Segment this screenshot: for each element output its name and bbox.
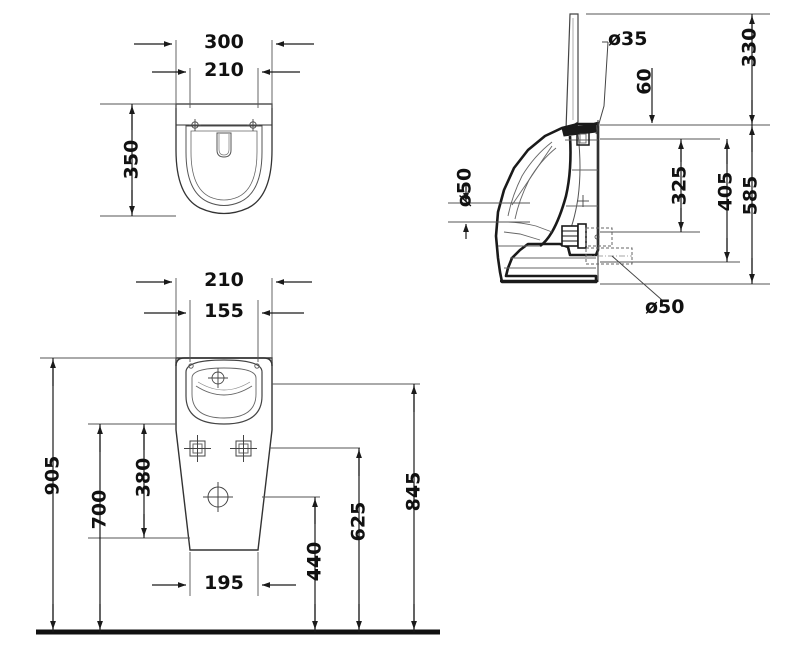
top-view-extension-lines xyxy=(100,40,273,217)
dim-label-side-d35: ø35 xyxy=(608,28,648,50)
dim-label-side-d50-left: ø50 xyxy=(453,167,476,208)
dim-label-front-155: 155 xyxy=(204,300,244,322)
style-groups xyxy=(36,13,770,635)
side-view-geometry xyxy=(494,13,633,284)
dim-label-front-625: 625 xyxy=(347,501,370,542)
dim-label-side-585: 585 xyxy=(739,175,762,216)
front-view-geometry xyxy=(175,357,273,551)
top-view-geometry xyxy=(175,103,273,215)
dim-label-front-845: 845 xyxy=(402,471,425,512)
dim-label-front-195: 195 xyxy=(204,572,244,594)
dim-label-front-905: 905 xyxy=(41,455,64,496)
dim-label-side-325: 325 xyxy=(668,165,691,206)
dim-label-top-300: 300 xyxy=(204,31,244,53)
dim-label-front-210: 210 xyxy=(204,269,244,291)
dim-label-top-210: 210 xyxy=(204,59,244,81)
front-drain-marker xyxy=(203,482,233,512)
dim-label-side-d50-bottom: ø50 xyxy=(645,296,685,318)
front-view-extension-lines xyxy=(40,278,420,596)
dim-label-top-350: 350 xyxy=(120,139,143,180)
top-view-fixing-holes xyxy=(189,119,259,131)
dim-label-side-405: 405 xyxy=(714,171,737,212)
dim-label-side-330: 330 xyxy=(738,27,761,68)
dim-label-side-60: 60 xyxy=(633,68,656,95)
side-view-extension-lines xyxy=(448,13,770,285)
leader-d35 xyxy=(595,41,609,135)
dim-label-front-700: 700 xyxy=(88,489,111,530)
front-fixing-squares xyxy=(184,435,257,462)
dim-label-front-440: 440 xyxy=(303,541,326,582)
side-outlet-fitting xyxy=(561,223,633,265)
dim-label-front-380: 380 xyxy=(132,457,155,498)
leader-d50-bottom xyxy=(611,255,663,301)
